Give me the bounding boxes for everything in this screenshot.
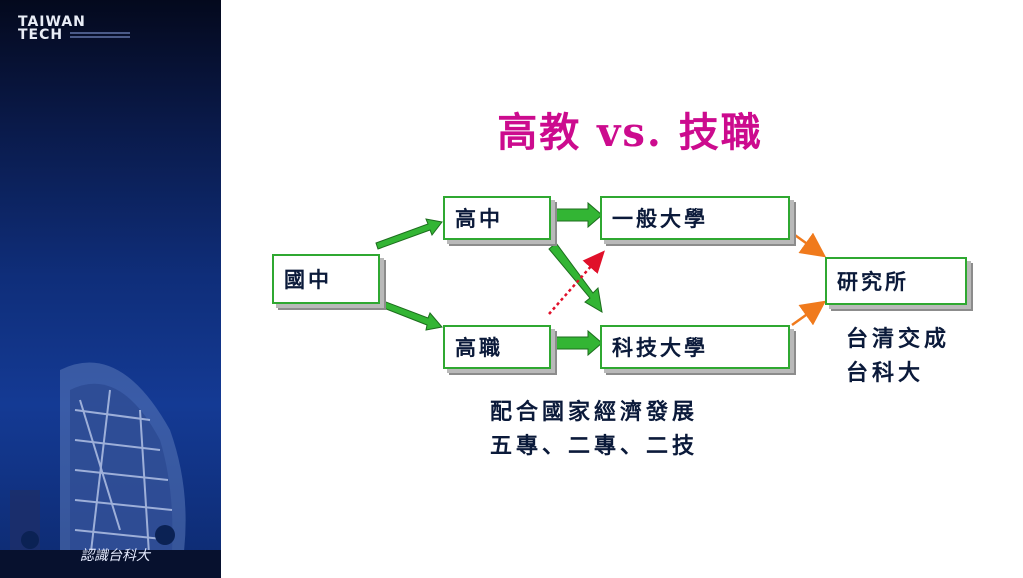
- box-graduate-school-label: 研究所: [837, 269, 909, 294]
- arrow-junior-to-vocational: [375, 298, 443, 331]
- taiwan-tech-logo: TAIWAN TECH: [18, 14, 86, 43]
- sidebar-caption: 認識台科大: [80, 548, 150, 564]
- graduate-note: 台清交成 台科大: [846, 322, 950, 390]
- box-graduate-school: 研究所: [825, 257, 967, 305]
- graduate-note-line-1: 台清交成: [846, 326, 951, 352]
- box-senior-high: 高中: [443, 196, 551, 240]
- arrow-vocational-to-university-dotted: [548, 250, 605, 315]
- box-general-university-label: 一般大學: [612, 206, 708, 231]
- box-senior-high-label: 高中: [455, 206, 503, 231]
- box-tech-university-label: 科技大學: [612, 335, 708, 360]
- arrow-senior-to-tech: [548, 242, 603, 313]
- arrow-junior-to-senior: [375, 218, 443, 250]
- logo-subtext-decoration: [70, 30, 140, 40]
- box-general-university: 一般大學: [600, 196, 790, 240]
- box-vocational-high-label: 高職: [455, 335, 503, 360]
- box-vocational-high: 高職: [443, 325, 551, 369]
- arrow-vocational-to-tech: [553, 329, 603, 357]
- building-illustration: [0, 362, 221, 578]
- box-tech-university: 科技大學: [600, 325, 790, 369]
- arrow-university-to-graduate: [791, 231, 827, 258]
- arrow-senior-to-university: [553, 201, 603, 229]
- box-junior-high-label: 國中: [284, 267, 332, 292]
- bottom-note-line-1: 配合國家經濟發展: [490, 399, 699, 425]
- arrow-tech-to-graduate: [791, 300, 827, 327]
- sidebar: TAIWAN TECH 認識台科大: [0, 0, 221, 578]
- bottom-note: 配合國家經濟發展 五專、二專、二技: [490, 395, 698, 463]
- bottom-note-line-2: 五專、二專、二技: [490, 433, 699, 459]
- logo-line-1: TAIWAN: [18, 14, 86, 30]
- slide-title: 高教 vs. 技職: [497, 109, 763, 156]
- box-junior-high: 國中: [272, 254, 380, 304]
- graduate-note-line-2: 台科大: [846, 360, 925, 386]
- logo-line-2: TECH: [18, 27, 64, 43]
